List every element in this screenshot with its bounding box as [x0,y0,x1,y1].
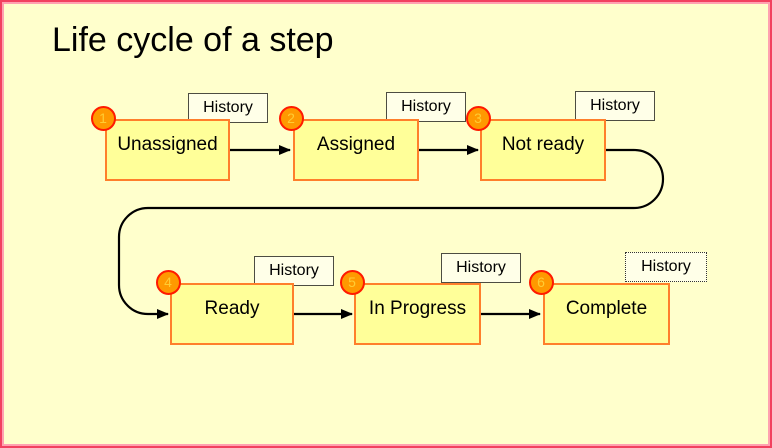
connector-arrow-not-ready-to-ready [117,148,665,319]
state-box-unassigned: Unassigned [105,119,230,181]
history-label-text: History [456,259,506,276]
history-label-text: History [590,97,640,114]
state-box-not-ready: Not ready [480,119,606,181]
history-label-box-ready: History [254,256,334,286]
history-label-text: History [269,262,319,279]
state-label-unassigned: Unassigned [117,134,218,155]
state-label-in-progress: In Progress [368,298,467,319]
step-number-text: 6 [537,274,545,290]
history-label-text: History [401,98,451,115]
state-label-not-ready: Not ready [501,134,585,155]
state-label-complete: Complete [565,298,648,319]
history-label-box-assigned: History [386,92,466,122]
step-number-text: 3 [474,110,482,126]
state-label-ready: Ready [204,298,260,319]
history-label-box-unassigned: History [188,93,268,123]
step-number-badge-in-progress: 5 [339,269,365,295]
state-box-complete: Complete [543,283,670,345]
state-box-ready: Ready [170,283,294,345]
step-number-text: 4 [164,274,172,290]
slide-title: Life cycle of a step [52,21,334,59]
state-box-assigned: Assigned [293,119,419,181]
history-label-text: History [203,99,253,116]
step-number-text: 2 [287,110,295,126]
state-box-in-progress: In Progress [354,283,481,345]
history-label-box-complete: History [625,252,707,282]
step-number-text: 5 [348,274,356,290]
step-number-badge-not-ready: 3 [465,105,491,131]
history-label-box-in-progress: History [441,253,521,283]
step-number-badge-assigned: 2 [278,105,304,131]
step-number-badge-complete: 6 [528,269,554,295]
state-label-assigned: Assigned [316,134,396,155]
history-label-text: History [641,258,691,275]
step-number-badge-ready: 4 [155,269,181,295]
step-number-text: 1 [99,110,107,126]
step-number-badge-unassigned: 1 [90,105,116,131]
history-label-box-not-ready: History [575,91,655,121]
